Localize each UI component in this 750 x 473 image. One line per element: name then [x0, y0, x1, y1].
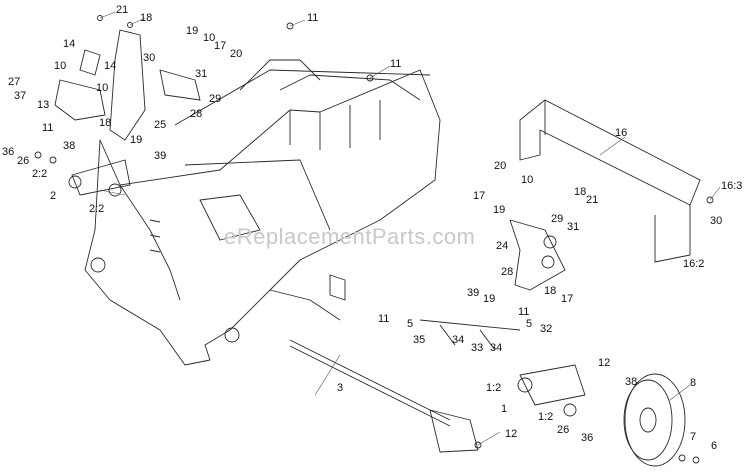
callout-1-2-lower[interactable]: 1:2 — [538, 411, 554, 423]
callout-26[interactable]: 26 — [557, 424, 570, 436]
callout-25[interactable]: 25 — [154, 119, 167, 131]
callout-1-2-upper[interactable]: 1:2 — [486, 382, 502, 394]
callout-10[interactable]: 10 — [96, 82, 109, 94]
callout-34[interactable]: 34 — [452, 334, 465, 346]
main-frame — [84, 59, 441, 366]
callout-37[interactable]: 37 — [14, 90, 27, 102]
callout-31[interactable]: 31 — [195, 68, 208, 80]
callout-7[interactable]: 7 — [690, 431, 697, 443]
callout-17[interactable]: 17 — [473, 190, 486, 202]
callout-14[interactable]: 14 — [63, 38, 76, 50]
callout-11[interactable]: 11 — [518, 306, 530, 318]
callout-19[interactable]: 19 — [493, 204, 506, 216]
callout-20[interactable]: 20 — [494, 160, 507, 172]
callout-18[interactable]: 18 — [574, 186, 587, 198]
wheel-bracket-16 — [519, 99, 701, 263]
callout-14[interactable]: 14 — [104, 60, 117, 72]
callout-27[interactable]: 27 — [8, 76, 21, 88]
callout-24[interactable]: 24 — [496, 240, 509, 252]
callout-19[interactable]: 19 — [483, 293, 496, 305]
callout-36[interactable]: 36 — [581, 432, 594, 444]
callout-19[interactable]: 19 — [186, 25, 199, 37]
callout-3[interactable]: 3 — [337, 382, 344, 394]
callout-16[interactable]: 16 — [615, 127, 628, 139]
callout-18[interactable]: 18 — [544, 285, 557, 297]
fasteners — [34, 15, 714, 464]
watermark-text: eReplacementParts.com — [224, 224, 476, 249]
callout-31[interactable]: 31 — [567, 221, 580, 233]
leader-lines — [99, 11, 721, 446]
callout-8[interactable]: 8 — [690, 377, 697, 389]
callout-39[interactable]: 39 — [467, 287, 480, 299]
callout-38[interactable]: 38 — [625, 376, 638, 388]
wheel-arm-1 — [517, 364, 586, 417]
callout-11[interactable]: 11 — [42, 122, 54, 134]
callout-17[interactable]: 17 — [214, 40, 227, 52]
callout-16-3[interactable]: 16:3 — [721, 180, 743, 192]
callout-38[interactable]: 38 — [63, 140, 76, 152]
callout-12[interactable]: 12 — [505, 428, 518, 440]
callout-36[interactable]: 36 — [2, 146, 15, 158]
callout-11[interactable]: 11 — [307, 12, 319, 24]
callout-2[interactable]: 2 — [50, 190, 57, 202]
callout-33[interactable]: 33 — [471, 342, 484, 354]
callout-30[interactable]: 30 — [710, 215, 723, 227]
callout-2-2-bottom[interactable]: 2:2 — [89, 203, 105, 215]
callout-30[interactable]: 30 — [143, 52, 156, 64]
callout-29[interactable]: 29 — [209, 93, 222, 105]
left-bracket-assembly — [54, 29, 201, 197]
callout-18[interactable]: 18 — [99, 117, 112, 129]
callout-32[interactable]: 32 — [540, 323, 553, 335]
axle-rod-3 — [289, 339, 479, 453]
callout-35[interactable]: 35 — [413, 334, 426, 346]
callout-6[interactable]: 6 — [711, 440, 718, 452]
callout-2-2-left[interactable]: 2:2 — [32, 168, 48, 180]
callout-34[interactable]: 34 — [490, 342, 503, 354]
callout-1[interactable]: 1 — [501, 403, 508, 415]
callout-39[interactable]: 39 — [154, 150, 167, 162]
wheel-8 — [623, 373, 686, 467]
callout-16-2[interactable]: 16:2 — [683, 258, 705, 270]
callout-28[interactable]: 28 — [190, 108, 203, 120]
callout-28[interactable]: 28 — [501, 266, 514, 278]
callout-11[interactable]: 11 — [390, 58, 402, 70]
callout-17[interactable]: 17 — [561, 293, 574, 305]
callout-21[interactable]: 21 — [116, 4, 129, 16]
callout-10[interactable]: 10 — [54, 60, 67, 72]
callout-11[interactable]: 11 — [378, 313, 390, 325]
callout-10[interactable]: 10 — [203, 32, 216, 44]
callout-5[interactable]: 5 — [526, 318, 533, 330]
callout-18[interactable]: 18 — [140, 12, 153, 24]
callout-20[interactable]: 20 — [230, 48, 243, 60]
callout-29[interactable]: 29 — [551, 213, 564, 225]
right-bracket-assembly — [509, 219, 566, 291]
linkage-rods — [419, 319, 521, 351]
callout-13[interactable]: 13 — [37, 99, 50, 111]
callout-5[interactable]: 5 — [407, 318, 414, 330]
callout-26[interactable]: 26 — [17, 155, 30, 167]
callout-21[interactable]: 21 — [586, 194, 599, 206]
callout-10[interactable]: 10 — [521, 174, 534, 186]
callout-19[interactable]: 19 — [130, 134, 143, 146]
callout-12[interactable]: 12 — [598, 357, 611, 369]
